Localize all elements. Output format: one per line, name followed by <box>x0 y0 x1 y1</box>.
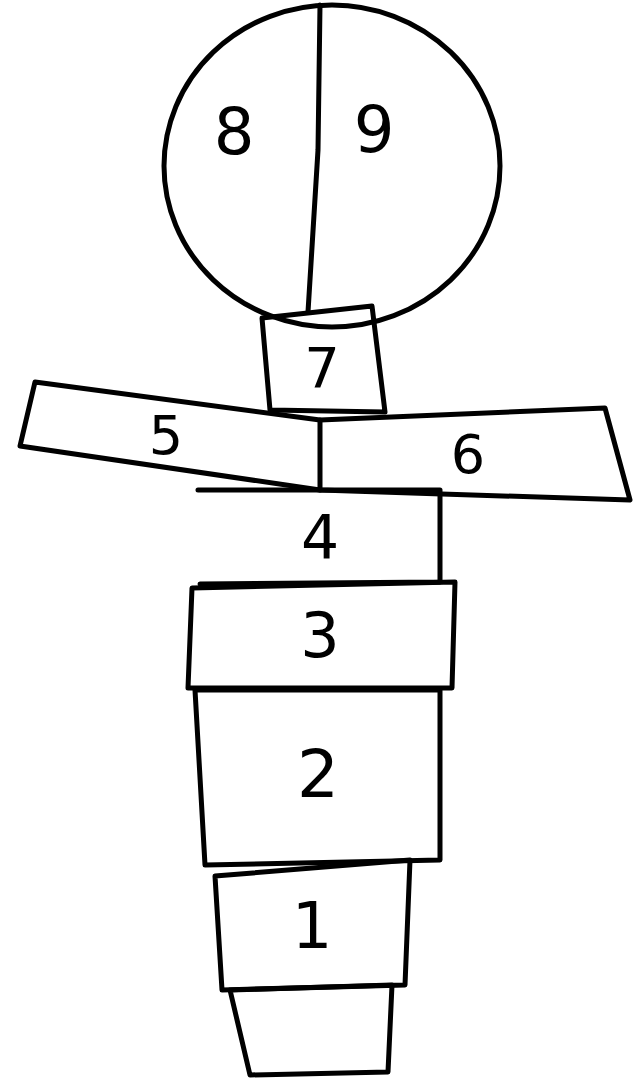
hopscotch-square: 6 <box>418 424 518 486</box>
neck-square <box>262 306 385 412</box>
square-number: 6 <box>451 428 485 482</box>
body-square <box>215 860 410 990</box>
square-number: 4 <box>301 507 339 567</box>
square-number: 3 <box>300 605 339 667</box>
base-square <box>230 985 392 1075</box>
square-number: 7 <box>304 340 340 396</box>
hopscotch-square: 8 <box>169 72 299 192</box>
hopscotch-square: 7 <box>272 330 372 406</box>
hopscotch-square: 2 <box>218 700 418 850</box>
square-number: 9 <box>354 98 395 162</box>
hopscotch-square: 9 <box>309 70 439 190</box>
arms-band <box>20 382 630 500</box>
hopscotch-square: 4 <box>220 495 420 579</box>
hopscotch-square: 3 <box>210 590 430 682</box>
hopscotch-square: 5 <box>116 405 216 467</box>
head-circle <box>164 5 500 327</box>
body-square <box>195 690 440 865</box>
square-number: 8 <box>214 100 255 164</box>
hopscotch-square: 1 <box>232 871 392 981</box>
body-square <box>188 582 455 688</box>
arms-divider <box>318 420 323 490</box>
body-square <box>198 490 440 584</box>
square-number: 1 <box>292 894 333 958</box>
square-number: 5 <box>149 409 183 463</box>
head-divider <box>308 5 320 312</box>
square-number: 2 <box>297 742 339 808</box>
